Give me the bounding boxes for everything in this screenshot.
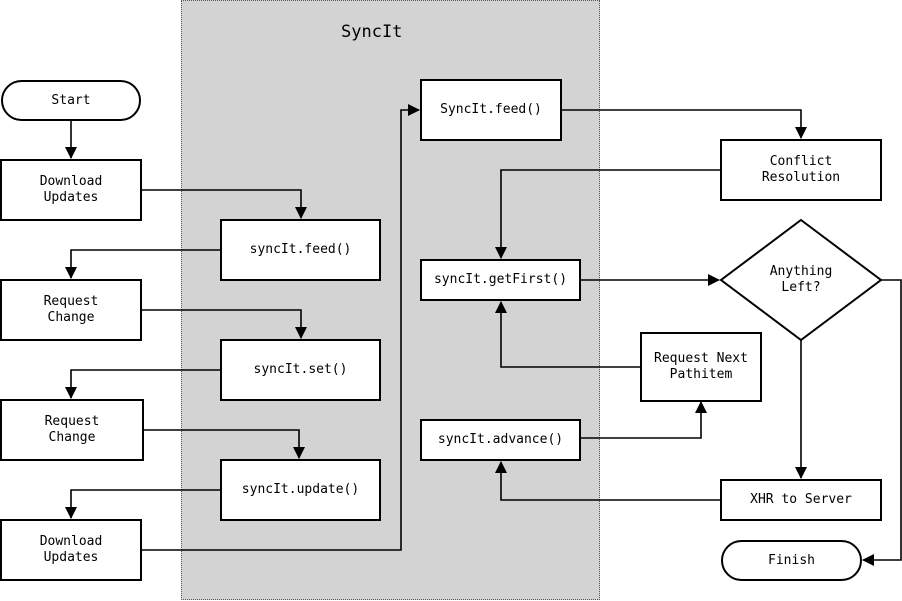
anything-left-label: Anything Left?	[769, 264, 833, 295]
finish-node: Finish	[721, 540, 862, 581]
start-node: Start	[1, 80, 141, 121]
syncit-update-node: syncIt.update()	[220, 459, 381, 521]
edge-request2-update	[144, 429, 305, 459]
edge-advance-requestnext	[581, 401, 707, 439]
edge-xhr-advance	[495, 461, 721, 501]
request-next-pathitem-node: Request Next Pathitem	[640, 332, 762, 402]
request-change-node-2: Request Change	[0, 399, 144, 461]
download-updates-node-2: Download Updates	[0, 519, 142, 581]
edge-requestnext-getfirst	[495, 301, 641, 368]
edge-set-request2	[65, 369, 221, 399]
anything-left-diamond	[719, 218, 883, 342]
syncit-getfirst-node: syncIt.getFirst()	[420, 259, 581, 301]
request-change-node-1: Request Change	[0, 279, 142, 341]
syncit-set-node: syncIt.set()	[220, 339, 381, 401]
edge-feedupper-conflict	[561, 109, 807, 139]
edge-request1-set	[142, 309, 307, 339]
edge-anything-finish	[862, 279, 902, 566]
syncit-feed-upper-node: SyncIt.feed()	[420, 79, 562, 141]
edge-conflict-getfirst	[495, 169, 721, 259]
syncit-feed-node: syncIt.feed()	[220, 219, 381, 281]
conflict-resolution-node: Conflict Resolution	[720, 139, 882, 201]
xhr-to-server-node: XHR to Server	[720, 479, 882, 521]
edge-feed-request1	[65, 249, 221, 279]
edge-download2-feedupper	[142, 104, 420, 551]
edge-update-download2	[65, 489, 221, 519]
syncit-group-title: SyncIt	[341, 22, 403, 42]
syncit-advance-node: syncIt.advance()	[420, 419, 581, 461]
edge-download1-feed	[142, 189, 307, 219]
download-updates-node-1: Download Updates	[0, 159, 142, 221]
